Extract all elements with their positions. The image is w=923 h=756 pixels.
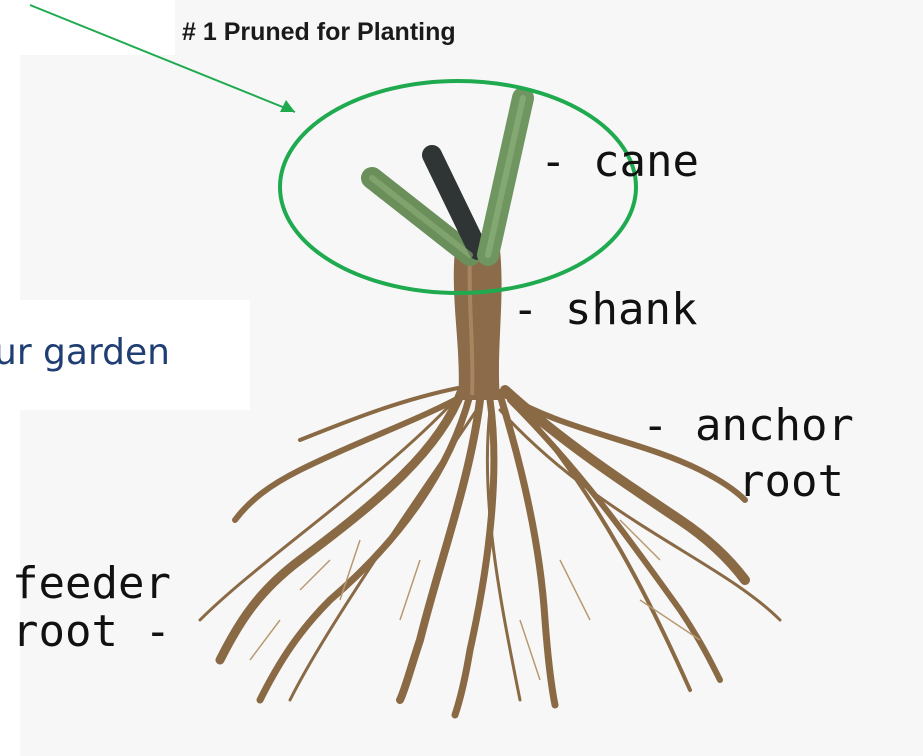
- anchor-root-label-line2: root: [738, 460, 844, 504]
- anchor-root-label: - anchor: [642, 404, 854, 448]
- diagram-title: # 1 Pruned for Planting: [182, 18, 456, 47]
- cane-highlight-circle: [280, 81, 636, 293]
- slide-body-text: ur garden: [0, 332, 170, 373]
- feeder-root-label: feeder: [12, 562, 171, 606]
- cane-label: - cane: [540, 140, 699, 184]
- shank-label: - shank: [512, 288, 697, 332]
- feeder-root-label-line2: root -: [12, 610, 171, 654]
